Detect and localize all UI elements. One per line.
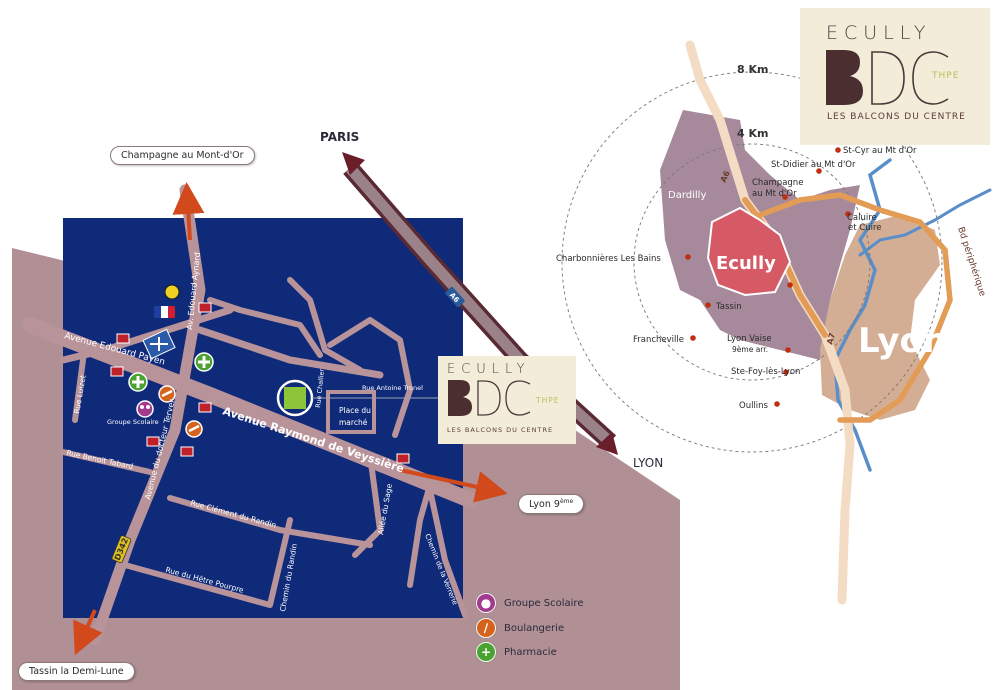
logo-thpe: THPE <box>932 71 960 81</box>
post-office-icon[interactable] <box>164 284 180 300</box>
legend-label: Groupe Scolaire <box>504 597 584 609</box>
town-label: Tassin <box>715 302 742 312</box>
a7-road-label: A7 <box>825 332 837 346</box>
restaurant-icon[interactable] <box>180 446 194 457</box>
school-icon: ● <box>476 593 496 613</box>
lyon-label: LYON <box>633 456 663 470</box>
ring-4km <box>633 143 871 381</box>
poi-icons <box>110 284 410 464</box>
ring-4km-label: 4 Km <box>737 127 768 140</box>
town-label: Dardilly <box>668 190 706 201</box>
town-label: Caluire <box>847 213 877 223</box>
street-label: Place du <box>339 406 371 415</box>
bakery-icon[interactable] <box>185 420 203 438</box>
restaurant-icon[interactable] <box>198 402 212 413</box>
pharmacy-cross-icon: + <box>476 642 496 662</box>
town-label: au Mt d'Or <box>752 189 797 199</box>
town-label: 9ème arr. <box>732 345 768 354</box>
tassin-destination[interactable]: Tassin la Demi-Lune <box>18 662 135 681</box>
logo-center[interactable]: ECULLY THPE LES BALCONS DU CENTRE <box>438 356 576 444</box>
regional-map: A6 A7 8 Km 4 Km St-Cyr au Mt d'Or St-Did… <box>556 40 992 605</box>
restaurant-icon[interactable] <box>198 302 212 313</box>
pharmacy-icon[interactable] <box>194 352 214 372</box>
streets <box>22 184 478 646</box>
restaurant-icon[interactable] <box>396 453 410 464</box>
french-flag-icon[interactable] <box>154 306 175 318</box>
town-label: Ste-Foy-lès-Lyon <box>731 366 800 377</box>
logo-top-right[interactable]: ECULLY THPE LES BALCONS DU CENTRE <box>800 8 990 145</box>
town-label: Lyon Vaise <box>727 334 772 344</box>
street-label: marché <box>339 418 368 427</box>
town-label: St-Cyr au Mt d'Or <box>843 146 917 156</box>
legend-groupe-scolaire: ● Groupe Scolaire <box>476 593 583 613</box>
site-marker[interactable] <box>284 387 306 409</box>
lyon9-destination[interactable]: Lyon 9ème <box>518 494 585 515</box>
ring-8km-label: 8 Km <box>737 63 768 76</box>
restaurant-icon[interactable] <box>110 366 124 377</box>
town-label: Charbonnières Les Bains <box>556 253 661 264</box>
town-dots <box>685 147 851 407</box>
d342-badge <box>111 535 132 564</box>
town-labels: St-Cyr au Mt d'Or St-Didier au Mt d'Or C… <box>556 146 917 411</box>
town-label: Oullins <box>739 401 769 411</box>
legend-label: Boulangerie <box>504 622 565 634</box>
bd-periph-label: Bd périphérique <box>955 226 988 299</box>
paris-arrowhead <box>342 152 365 175</box>
legend-boulangerie: ∕ Boulangerie <box>476 618 564 638</box>
bdc-logo-mark <box>448 380 531 416</box>
ecully-area <box>706 206 792 297</box>
ring-8km <box>561 71 943 453</box>
town-label: St-Didier au Mt d'Or <box>771 160 856 170</box>
church-icon[interactable] <box>142 328 176 360</box>
lyon-city-label: Lyon <box>858 321 947 361</box>
restaurant-icon[interactable] <box>116 333 130 344</box>
paris-label: PARIS <box>320 130 359 144</box>
champagne-destination[interactable]: Champagne au Mont-d'Or <box>110 146 255 165</box>
legend-label: Pharmacie <box>504 646 557 658</box>
logo-subtitle: LES BALCONS DU CENTRE <box>447 426 554 434</box>
lyon-arrowhead <box>596 432 618 455</box>
street-label: Rue Antoine Tronel <box>362 384 423 392</box>
lyon9-sup: ème <box>559 498 574 505</box>
lyon-area <box>820 215 940 420</box>
ecully-label: Ecully <box>716 253 776 274</box>
pharmacy-icon[interactable] <box>128 372 148 392</box>
restaurant-icon[interactable] <box>146 436 160 447</box>
school-icon[interactable] <box>136 400 154 418</box>
route-arrows <box>73 182 508 656</box>
place-du-marche-block <box>326 390 376 434</box>
lyon9-label: Lyon 9 <box>529 499 560 511</box>
town-label: Francheville <box>633 335 684 345</box>
bakery-icon[interactable] <box>158 385 176 403</box>
logo-ecully-word: ECULLY <box>447 362 531 377</box>
logo-subtitle: LES BALCONS DU CENTRE <box>827 112 966 122</box>
legend-pharmacie: + Pharmacie <box>476 642 557 662</box>
bread-icon: ∕ <box>476 618 496 638</box>
logo-ecully-word: ECULLY <box>826 22 932 44</box>
bdc-logo-mark <box>826 50 949 105</box>
town-label: et Cuire <box>848 223 882 233</box>
town-label: Champagne <box>752 178 803 188</box>
street-label: Groupe Scolaire <box>107 418 159 426</box>
logo-thpe: THPE <box>536 396 560 405</box>
